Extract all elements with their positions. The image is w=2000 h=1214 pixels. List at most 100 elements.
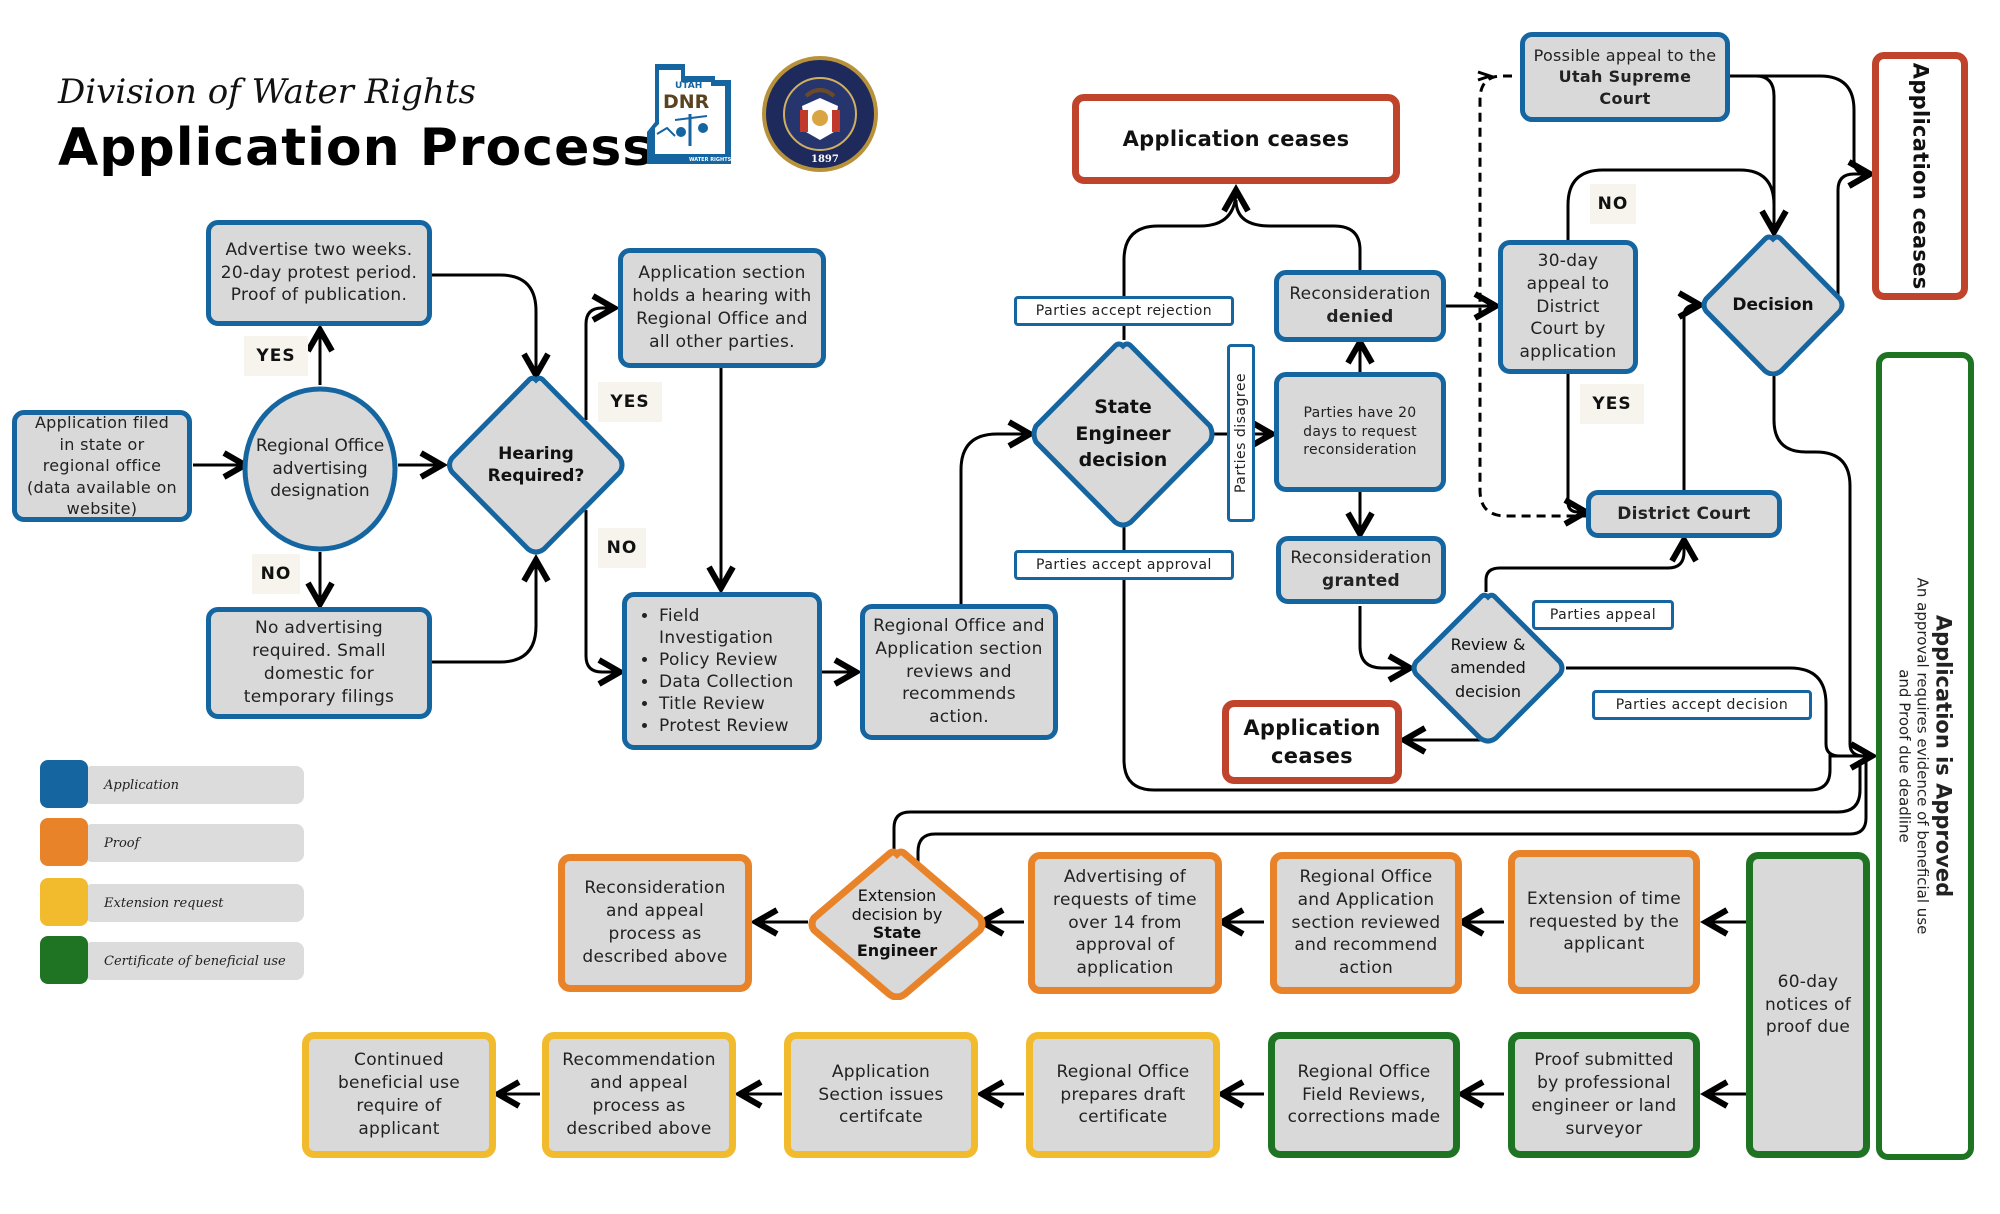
node-20-days[interactable]: Parties have 20 days to request reconsid… [1274, 372, 1446, 492]
diamond-shape [1411, 592, 1565, 744]
checklist-item: Policy Review [659, 649, 809, 671]
legend: Application Proof Extension request Cert… [40, 760, 304, 990]
node-recon-granted[interactable]: Reconsideration granted [1276, 536, 1446, 604]
approved-sub-1: An approval requires evidence of benefic… [1913, 577, 1932, 935]
checklist-item: Field Investigation [659, 605, 809, 649]
ext-decision-line2: State Engineer [856, 923, 938, 961]
node-ext-ro-review[interactable]: Regional Office and Application section … [1270, 852, 1462, 994]
approved-content: Application is Approved An approval requ… [1895, 578, 1955, 935]
label-accept-decision: Parties accept decision [1592, 690, 1812, 720]
node-decision[interactable]: Decision [1700, 234, 1846, 376]
approved-title: Application is Approved [1931, 614, 1956, 898]
node-district-court[interactable]: District Court [1586, 490, 1782, 538]
supreme-line2: Utah Supreme Court [1558, 67, 1692, 108]
edge-districtcourt-decision [1684, 305, 1700, 490]
node-cont-use[interactable]: Continued beneficial use require of appl… [302, 1032, 496, 1158]
recon-denied-line1: Reconsideration [1289, 284, 1431, 305]
state-engineer-seal: 1897 [760, 54, 880, 174]
node-ro-reviews[interactable]: Regional Office and Application section … [860, 604, 1058, 740]
label-no: NO [252, 554, 300, 594]
edge-accept-approval [1122, 527, 1872, 792]
label-accept-rejection: Parties accept rejection [1014, 296, 1234, 326]
subtitle: Division of Water Rights [58, 72, 476, 112]
edge-granted-review [1358, 606, 1410, 668]
node-no-advertise[interactable]: No advertising required. Small domestic … [206, 607, 432, 719]
legend-swatch-proof [40, 818, 88, 866]
node-ext-decision[interactable]: Extension decision by State Engineer [806, 848, 988, 1000]
edge-advertise-hearing [432, 273, 536, 375]
node-review-amended[interactable]: Review & amended decision [1410, 592, 1566, 744]
checklist: Field Investigation Policy Review Data C… [635, 605, 809, 738]
approved-sub-2: and Proof due deadline [1895, 669, 1914, 843]
edge-30day-decision [1566, 168, 1774, 240]
ext-decision-line1: Extension decision by [851, 886, 943, 924]
se-decision-label: State Engineer decision [1075, 396, 1171, 472]
dnr-logo-icon: UTAH DNR WATER RIGHTS [647, 64, 732, 164]
page-title: Application Process [58, 118, 655, 178]
edge-hearing-yes [584, 308, 614, 420]
label-no-appeal: NO [1590, 184, 1636, 224]
node-30-day-appeal[interactable]: 30-day appeal to District Court by appli… [1498, 240, 1638, 374]
node-issues-cert[interactable]: Application Section issues certifcate [784, 1032, 978, 1158]
node-hearing[interactable]: Application section holds a hearing with… [618, 248, 826, 368]
svg-text:DNR: DNR [663, 91, 710, 113]
node-field-reviews[interactable]: Regional Office Field Reviews, correctio… [1268, 1032, 1460, 1158]
legend-label: Proof [84, 824, 304, 862]
edge-noadvertise-hearing [432, 560, 536, 664]
edge-decision-ceases [1836, 174, 1870, 305]
label-yes: YES [244, 336, 308, 376]
diamond-shape [1031, 341, 1215, 528]
svg-text:WATER RIGHTS: WATER RIGHTS [689, 157, 732, 163]
edge-supreme-ceases [1730, 74, 1870, 174]
checklist-item: Protest Review [659, 715, 809, 737]
edge-dashed-districtcourt [1478, 74, 1586, 518]
node-hearing-required[interactable]: Hearing Required? [444, 374, 628, 556]
node-ext-recon[interactable]: Reconsideration and appeal process as de… [558, 854, 752, 992]
decision-label: Decision [1732, 294, 1814, 315]
node-checklist[interactable]: Field Investigation Policy Review Data C… [622, 592, 822, 750]
label-parties-disagree: Parties disagree [1227, 344, 1255, 522]
ext-decision-label: Extension decision by State Engineer [851, 886, 943, 961]
node-application-filed[interactable]: Application filed in state or regional o… [12, 410, 192, 522]
node-advertise[interactable]: Advertise two weeks. 20-day protest peri… [206, 220, 432, 326]
supreme-line1: Possible appeal to the [1533, 45, 1717, 65]
node-rec-appeal[interactable]: Recommendation and appeal process as des… [542, 1032, 736, 1158]
node-ext-requested[interactable]: Extension of time requested by the appli… [1508, 850, 1700, 994]
ceases-right-label: Application ceases [1908, 62, 1933, 290]
node-approved[interactable]: Application is Approved An approval requ… [1876, 352, 1974, 1160]
label-parties-appeal: Parties appeal [1532, 600, 1674, 630]
svg-text:UTAH: UTAH [675, 81, 702, 91]
recon-granted-line1: Reconsideration [1290, 548, 1432, 569]
node-se-decision[interactable]: State Engineer decision [1030, 340, 1216, 528]
legend-swatch-extension [40, 878, 88, 926]
recon-granted-line2: granted [1321, 571, 1401, 591]
node-ext-advertising[interactable]: Advertising of requests of time over 14 … [1028, 852, 1222, 994]
legend-label: Application [84, 766, 304, 804]
utah-dnr-logo: UTAH DNR WATER RIGHTS [645, 62, 737, 166]
edge-30day-districtcourt [1568, 372, 1586, 512]
checklist-item: Data Collection [659, 671, 809, 693]
node-proof-submitted[interactable]: Proof submitted by professional engineer… [1508, 1032, 1700, 1158]
legend-label: Extension request [84, 884, 304, 922]
ro-designation-label: Regional Office advertising designation [255, 435, 385, 502]
diamond-shape [808, 848, 986, 1000]
label-yes-hearing: YES [598, 382, 662, 422]
edge-approved-ext2 [916, 760, 1868, 872]
checklist-item: Title Review [659, 693, 809, 715]
node-60-day[interactable]: 60-day notices of proof due [1746, 852, 1870, 1158]
ellipse-shape [242, 386, 398, 552]
node-ceases-right[interactable]: Application ceases [1872, 52, 1968, 300]
node-ro-designation[interactable]: Regional Office advertising designation [242, 386, 398, 552]
label-accept-approval: Parties accept approval [1014, 550, 1234, 580]
legend-swatch-certificate [40, 936, 88, 984]
label-yes-appeal: YES [1580, 384, 1644, 424]
edge-approved-ext1 [892, 760, 1862, 852]
node-recon-denied[interactable]: Reconsideration denied [1274, 270, 1446, 342]
node-ceases-mid[interactable]: Application ceases [1222, 700, 1402, 784]
edge-decision-approved [1772, 375, 1872, 756]
edge-roreviews-sedecision [959, 434, 1030, 605]
node-draft-cert[interactable]: Regional Office prepares draft certifica… [1026, 1032, 1220, 1158]
node-ceases-top[interactable]: Application ceases [1072, 94, 1400, 184]
hearing-required-label: Hearing Required? [487, 443, 585, 486]
node-supreme-court[interactable]: Possible appeal to the Utah Supreme Cour… [1520, 32, 1730, 122]
